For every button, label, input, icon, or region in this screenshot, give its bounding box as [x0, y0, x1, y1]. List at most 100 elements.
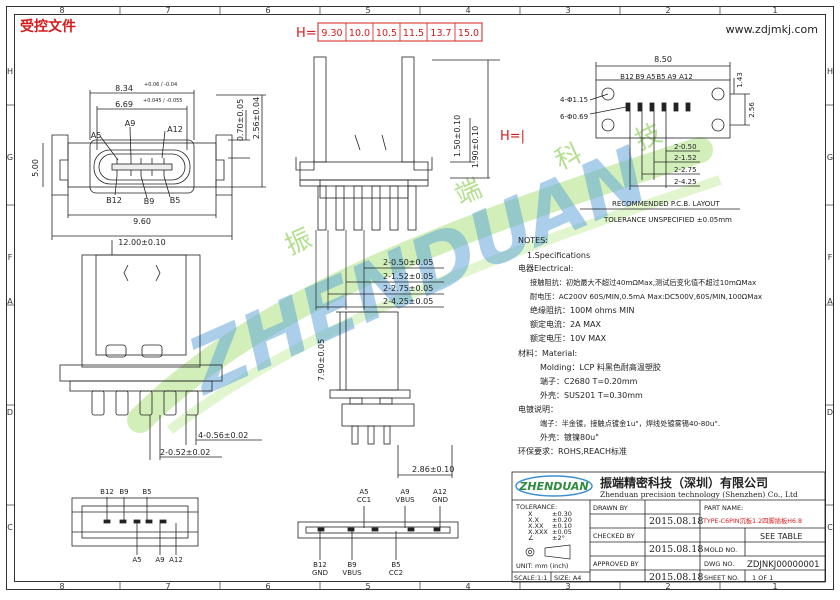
- checked-by-label: CHECKED BY: [593, 532, 635, 540]
- note-line: 耐电压：AC200V 60S/MIN,0.5mA Max:DC500V,60S/…: [530, 292, 763, 301]
- pitch-dim-0-50: 2-0.50±0.05: [383, 258, 433, 267]
- col-label: 3: [565, 582, 570, 591]
- pin-label: A5: [359, 488, 368, 496]
- pcb-dim-1-43: 1.43: [736, 72, 744, 88]
- front-view: [42, 90, 266, 240]
- pcb-holes-small: 6-Φ0.69: [560, 113, 588, 121]
- col-label: 4: [465, 582, 470, 591]
- website-url[interactable]: www.zdjmkj.com: [726, 23, 818, 36]
- dim-6-69-tol: +0.045 / -0.055: [143, 98, 183, 104]
- pin-side-view: [329, 311, 453, 478]
- side-view: [295, 56, 500, 231]
- tol-val: ±2°: [552, 534, 565, 542]
- pin-label: B5: [391, 561, 400, 569]
- col-label: 7: [165, 6, 170, 15]
- size-label: SIZE: A4: [554, 574, 581, 582]
- note-line: 额定电压：10V MAX: [530, 333, 607, 343]
- tolerance-block: TOLERANCE: X ±0.30 X.X ±0.20 X.XX ±0.10 …: [514, 503, 581, 582]
- col-label: 6: [265, 6, 270, 15]
- approved-by-label: APPROVED BY: [593, 560, 639, 568]
- pin-label: B12: [313, 561, 327, 569]
- pcb-pin: B5: [656, 73, 665, 81]
- h-value: 10.5: [376, 28, 397, 39]
- dim-2-56: 2.56±0.04: [252, 97, 261, 139]
- date-checked: 2015.08.18: [649, 544, 703, 555]
- h-marker: H=|: [500, 129, 525, 144]
- pin-label-a12: A12: [167, 125, 183, 134]
- company-logo: ZHENDUAN: [515, 475, 593, 497]
- pitch-dimensions: [315, 230, 444, 310]
- h-value: 11.5: [403, 28, 424, 39]
- watermark-cn-1: 振: [281, 223, 317, 261]
- pcb-pin: B9: [635, 73, 644, 81]
- pcb-pin: A12: [679, 73, 693, 81]
- col-label: 8: [59, 582, 64, 591]
- pin-label-b9: B9: [144, 197, 155, 206]
- col-label: 4: [465, 6, 470, 15]
- pin-label-b5: B5: [170, 196, 181, 205]
- note-line: 端子：半金镀，接触点镀金1u"，焊线处镀雾锡40-80u".: [540, 419, 720, 428]
- dim-0-70: 0.70±0.05: [236, 99, 245, 141]
- bottom-view-labels: 4-0.56±0.02 2-0.52±0.02: [160, 431, 248, 457]
- unit-label: UNIT: mm (inch): [516, 562, 568, 570]
- border-labels: 8 7 6 5 4 3 2 1 8 7 6 5 4 3 2 1 H G F A …: [7, 6, 833, 591]
- dwg-no-value: ZDJNKJ00000001: [747, 560, 820, 570]
- date-drawn: 2015.08.18: [649, 516, 703, 527]
- dim-7-90: 7.90±0.05: [317, 339, 326, 381]
- title-block: [511, 471, 826, 583]
- note-line: 材料：Material:: [518, 348, 577, 358]
- signal-label: CC1: [357, 496, 371, 504]
- pcb-pitch: 2-4.25: [674, 178, 697, 186]
- note-line: Molding：LCP 料黑色耐高温塑胶: [540, 362, 661, 372]
- col-label: 1: [772, 6, 777, 15]
- tol-key: X: [528, 510, 533, 518]
- mold-no-label: MOLD NO.: [704, 546, 737, 554]
- pin-side-view-labels: 7.90±0.05 2.86±0.10: [317, 339, 454, 474]
- pin-label: A9: [155, 556, 164, 564]
- note-line: 环保要求：ROHS,REACH标准: [518, 446, 627, 456]
- note-line: 绝缘阻抗：100M ohms MIN: [530, 305, 634, 315]
- note-line: 接触阻抗：初始最大不超过40mΩMax,测试后变化值不超过10mΩMax: [530, 278, 757, 287]
- see-table: SEE TABLE: [760, 532, 802, 541]
- pcb-pitch: 2-2.75: [674, 166, 697, 174]
- row-label: A: [7, 297, 13, 306]
- row-label: D: [7, 408, 13, 417]
- border-frame: [6, 6, 834, 590]
- pin-label: A12: [433, 488, 447, 496]
- pin-label-b12: B12: [106, 196, 122, 205]
- row-label: D: [827, 408, 833, 417]
- tol-val: ±0.20: [552, 516, 572, 524]
- dim-12-00: 12.00±0.10: [118, 238, 165, 247]
- drawn-by-label: DRAWN BY: [593, 504, 628, 512]
- col-label: 2: [665, 6, 670, 15]
- row-label: C: [7, 523, 13, 532]
- notes-block: NOTES: 1.Specifications 电器Electrical: 接触…: [518, 236, 763, 456]
- note-line: 外壳：SUS201 T=0.30mm: [540, 390, 643, 400]
- row-label: F: [8, 253, 13, 262]
- title-block-fields: DRAWN BY CHECKED BY APPROVED BY 2015.08.…: [593, 504, 820, 583]
- pitch-dim-4-25: 2-4.25±0.05: [383, 297, 433, 306]
- notes-title: NOTES:: [518, 236, 548, 245]
- pitch-dim-labels: 2-0.50±0.05 2-1.52±0.05 2-2.75±0.05 2-4.…: [383, 258, 433, 306]
- tol-val: ±0.10: [552, 522, 572, 530]
- note-line: 电镀说明：: [518, 404, 558, 414]
- row-label: G: [7, 153, 13, 162]
- date-approved: 2015.08.18: [649, 572, 703, 583]
- pin-label: A12: [169, 556, 183, 564]
- projection-symbol: [525, 544, 571, 560]
- h-table-label: H=: [296, 26, 317, 41]
- note-line: 1.Specifications: [527, 251, 590, 260]
- dim-2-86: 2.86±0.10: [412, 465, 454, 474]
- tol-key: X.XXX: [528, 528, 548, 536]
- note-line: 端子：C2680 T=0.20mm: [540, 376, 638, 386]
- front-view-labels: 8.34 +0.06 / -0.04 6.69 +0.045 / -0.055 …: [31, 82, 261, 247]
- dim-9-60: 9.60: [133, 217, 151, 226]
- tol-val: ±0.30: [552, 510, 572, 518]
- col-label: 6: [265, 582, 270, 591]
- col-label: 5: [365, 6, 370, 15]
- pin-label-a9: A9: [125, 119, 136, 128]
- pitch-dim-2-75: 2-2.75±0.05: [383, 284, 433, 293]
- side-view-labels: 1.50±0.10 1.90±0.10: [453, 115, 480, 168]
- pcb-holes-large: 4-Φ1.15: [560, 96, 588, 104]
